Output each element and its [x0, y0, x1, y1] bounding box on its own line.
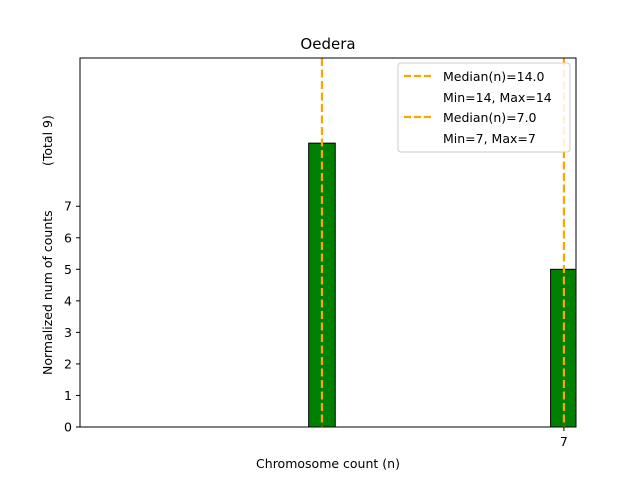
y-tick-label: 6 [64, 230, 72, 245]
x-axis-label: Chromosome count (n) [256, 456, 400, 471]
legend-sub-median-2: Min=7, Max=7 [443, 131, 536, 146]
legend-label-median-1: Median(n)=14.0 [443, 69, 544, 84]
legend-label-median-2: Median(n)=7.0 [443, 110, 537, 125]
y-tick-label: 2 [64, 356, 72, 371]
legend-box [397, 62, 571, 153]
x-tick-label: 7 [560, 434, 568, 449]
y-tick-label: 3 [64, 325, 72, 340]
y-axis-label: Normalized num of counts [40, 210, 55, 375]
legend: Median(n)=14.0 Min=14, Max=14 Median(n)=… [397, 62, 571, 153]
axes-frame [79, 57, 577, 428]
y-tick-label: 1 [64, 388, 72, 403]
y-axis-total-label: (Total 9) [40, 115, 55, 166]
x-axis-ticks: 7 [560, 427, 568, 449]
plot-area [308, 58, 576, 427]
y-tick-label: 0 [64, 420, 72, 435]
y-axis-ticks: 0 1 2 3 4 5 6 7 [64, 199, 80, 435]
legend-sub-median-1: Min=14, Max=14 [443, 90, 552, 105]
y-tick-label: 5 [64, 262, 72, 277]
y-tick-label: 4 [64, 293, 72, 308]
chart-title: Oedera [300, 35, 355, 53]
y-tick-label: 7 [64, 199, 72, 214]
